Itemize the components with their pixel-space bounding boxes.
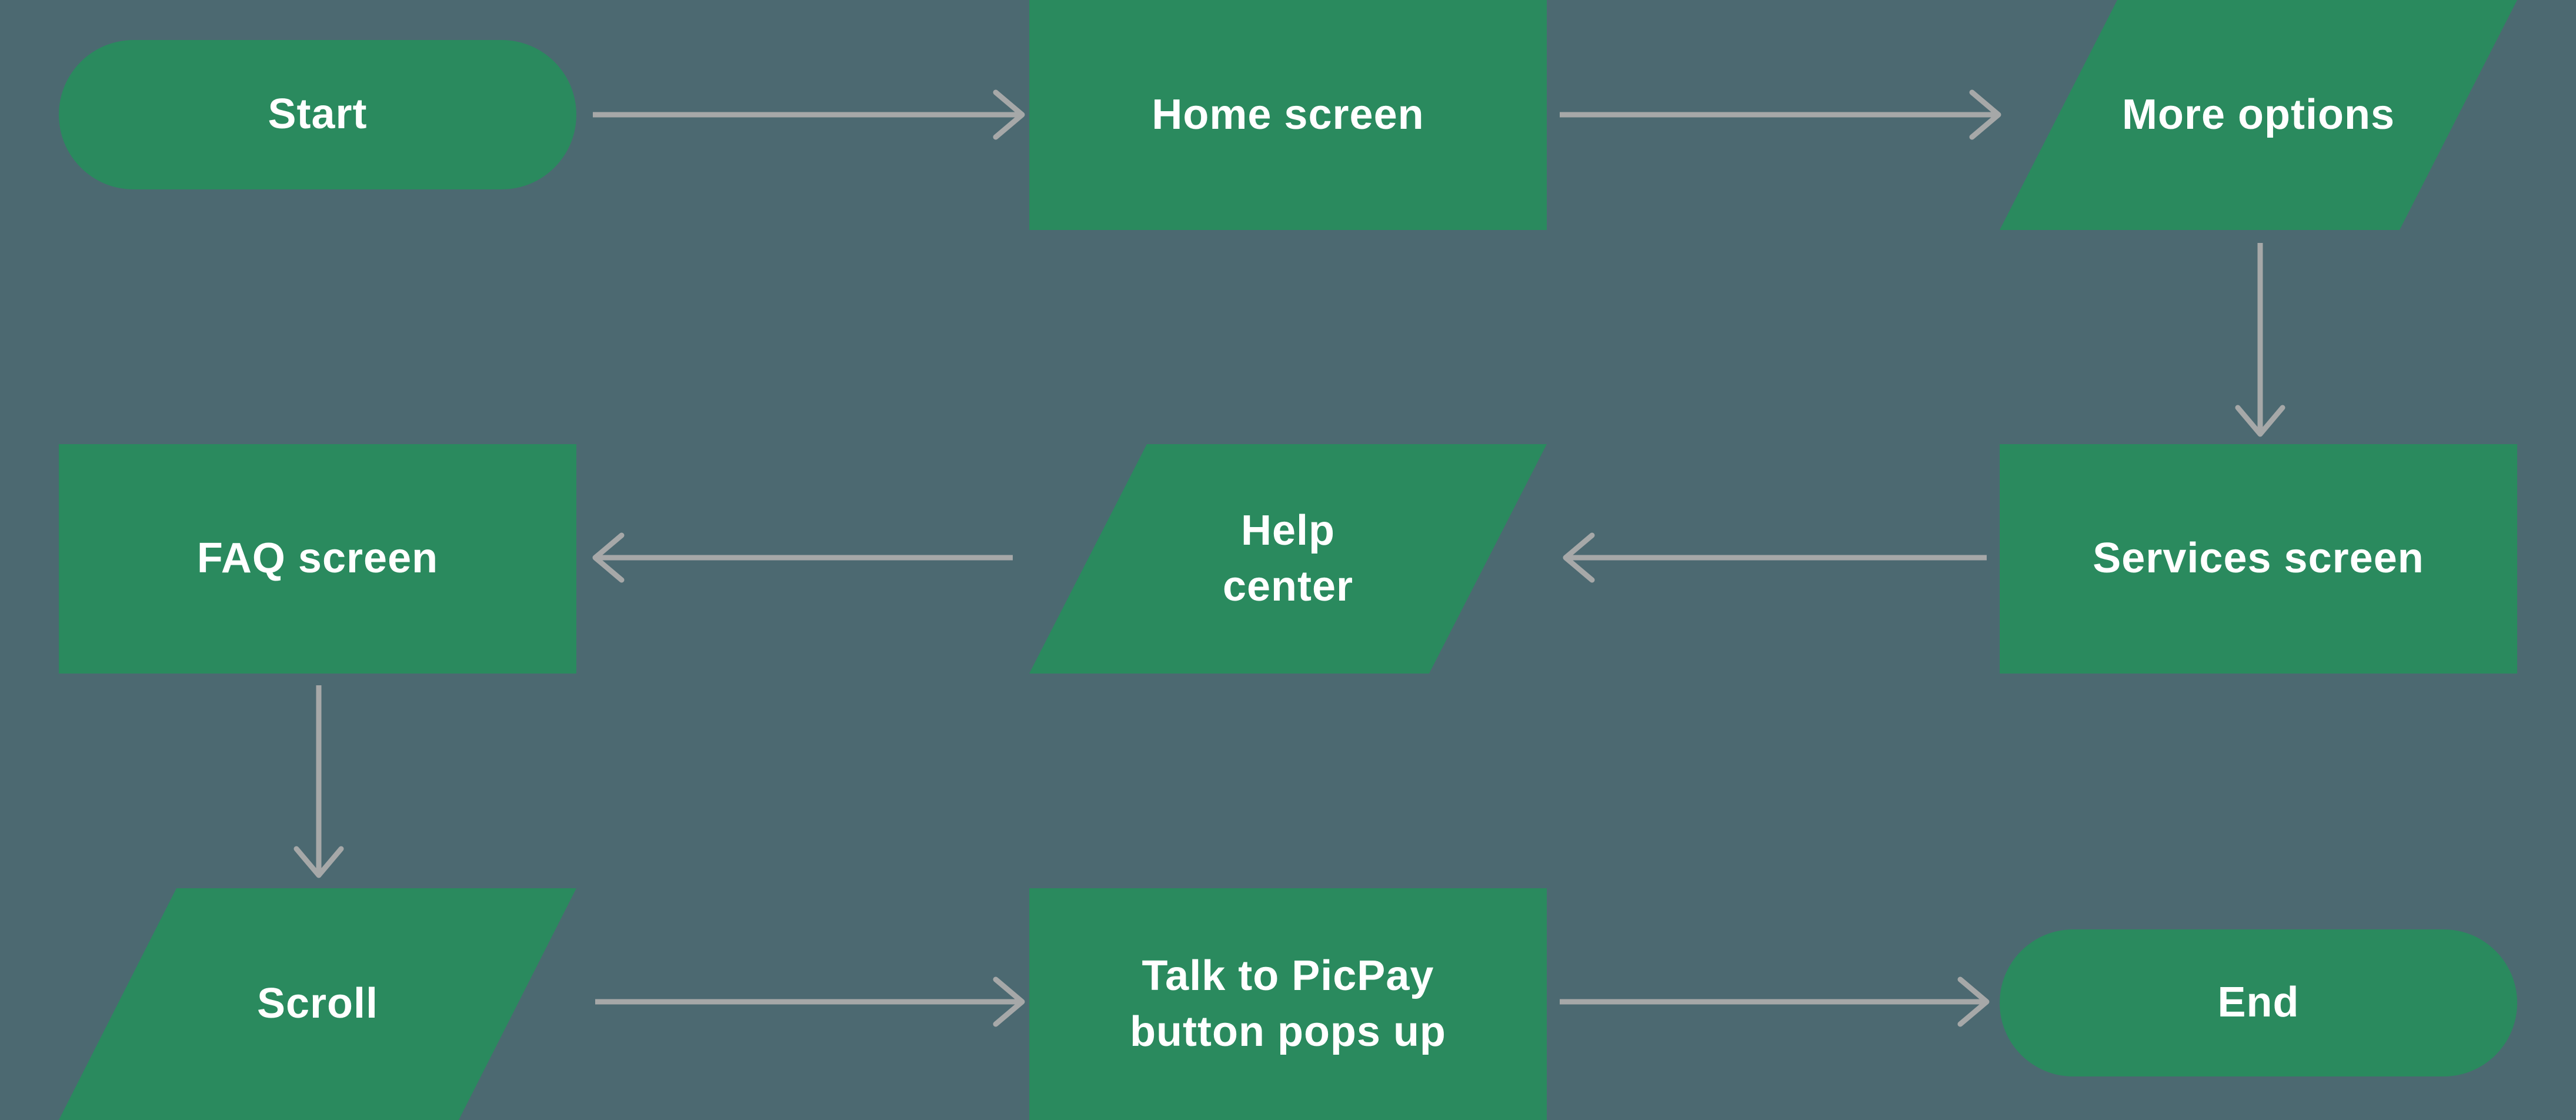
node-more-options: More options [2000, 0, 2517, 230]
arrow-head-left-icon [592, 532, 625, 583]
node-help-center: Help center [1029, 444, 1547, 674]
node-scroll: Scroll [59, 888, 576, 1120]
arrow-help-center-to-faq-screen [592, 532, 1013, 583]
node-help-center-label: Help center [1222, 506, 1354, 610]
node-start-label: Start [268, 91, 368, 138]
node-talk-to-picpay: Talk to PicPay button pops up [1029, 888, 1547, 1120]
arrow-talk-to-picpay-to-end [1560, 976, 1990, 1027]
node-start: Start [59, 40, 576, 189]
arrow-head-left-icon [1563, 532, 1595, 583]
arrow-head-right-icon [1969, 89, 2001, 140]
arrow-start-to-home-screen [593, 89, 1025, 140]
node-faq-screen-label: FAQ screen [196, 535, 439, 582]
node-end-label: End [2217, 979, 2300, 1026]
arrow-services-screen-to-help-center [1563, 532, 1987, 583]
node-more-options-label: More options [2122, 91, 2395, 138]
arrow-head-right-icon [1957, 976, 1990, 1027]
arrow-head-right-icon [993, 89, 1025, 140]
arrow-home-screen-to-more-options [1560, 89, 2001, 140]
node-end: End [2000, 929, 2517, 1076]
node-scroll-label: Scroll [256, 980, 379, 1028]
node-home-screen: Home screen [1029, 0, 1547, 230]
node-services-screen: Services screen [2000, 444, 2517, 674]
node-services-screen-label: Services screen [2093, 535, 2424, 582]
arrow-head-down-icon [293, 846, 344, 878]
arrow-scroll-to-talk-to-picpay [595, 976, 1025, 1027]
arrow-faq-screen-to-scroll [293, 685, 344, 878]
node-talk-to-picpay-label: Talk to PicPay button pops up [1130, 952, 1446, 1055]
arrow-head-right-icon [993, 976, 1025, 1027]
node-home-screen-label: Home screen [1152, 91, 1424, 138]
arrow-more-options-to-services-screen [2235, 243, 2285, 437]
node-faq-screen: FAQ screen [59, 444, 576, 674]
arrow-head-down-icon [2235, 405, 2285, 437]
